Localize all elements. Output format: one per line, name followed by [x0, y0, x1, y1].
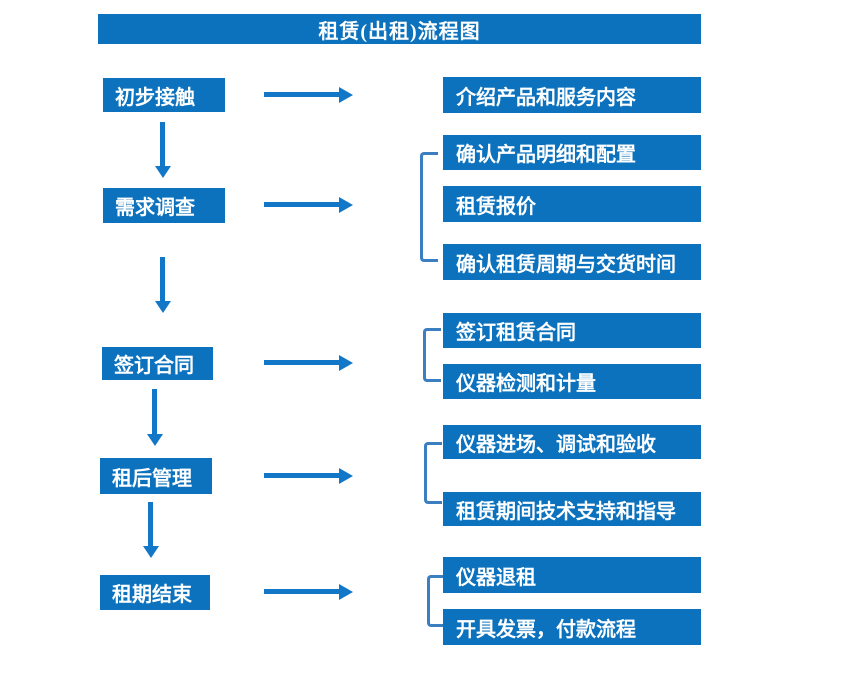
detail-box-invoice-payment: 开具发票，付款流程 — [443, 609, 701, 645]
step-box-post-rental-mgmt: 租后管理 — [100, 458, 212, 494]
step-box-demand-survey: 需求调查 — [103, 188, 225, 223]
step-box-sign-contract: 签订合同 — [102, 347, 213, 380]
detail-box-introduce-products: 介绍产品和服务内容 — [443, 77, 701, 113]
detail-box-instrument-return: 仪器退租 — [443, 557, 701, 593]
detail-box-instrument-testing: 仪器检测和计量 — [443, 364, 701, 399]
down-arrow-icon — [155, 122, 171, 178]
detail-box-confirm-period: 确认租赁周期与交货时间 — [443, 244, 701, 280]
detail-box-tech-support: 租赁期间技术支持和指导 — [443, 492, 701, 526]
right-arrow-icon — [264, 197, 353, 213]
group-bracket-lease-end — [427, 575, 445, 627]
down-arrow-icon — [155, 257, 171, 313]
down-arrow-icon — [143, 502, 159, 558]
right-arrow-icon — [264, 355, 353, 371]
flowchart-title: 租赁(出租)流程图 — [98, 14, 701, 44]
down-arrow-icon — [147, 389, 163, 446]
detail-box-rental-quotation: 租赁报价 — [443, 186, 701, 222]
right-arrow-icon — [264, 468, 353, 484]
detail-box-confirm-product-spec: 确认产品明细和配置 — [443, 135, 701, 170]
step-box-lease-end: 租期结束 — [100, 575, 210, 610]
group-bracket-demand-survey — [420, 152, 438, 262]
detail-box-instrument-setup: 仪器进场、调试和验收 — [443, 425, 701, 459]
group-bracket-post-rental-mgmt — [424, 442, 442, 504]
detail-box-sign-rental-contract: 签订租赁合同 — [443, 313, 701, 348]
right-arrow-icon — [264, 87, 353, 103]
step-box-initial-contact: 初步接触 — [103, 78, 225, 112]
right-arrow-icon — [264, 584, 353, 600]
group-bracket-sign-contract — [423, 328, 441, 382]
